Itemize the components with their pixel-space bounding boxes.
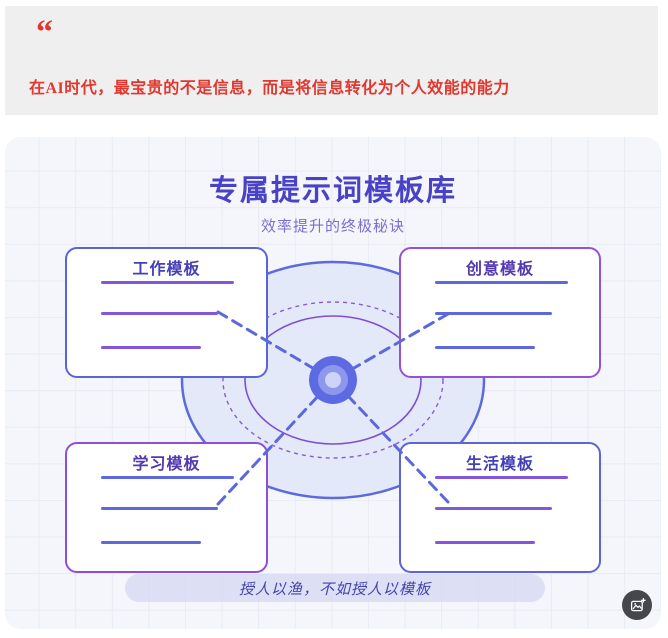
slogan-text: 授人以渔，不如授人以模板 [238,580,431,598]
placeholder-line [101,312,218,315]
placeholder-line [435,346,535,349]
placeholder-line [101,281,234,284]
template-box-life: 生活模板 [399,442,601,573]
add-image-button[interactable] [622,590,652,620]
placeholder-line [101,541,201,544]
template-box-label: 生活模板 [465,456,534,473]
placeholder-line [101,476,234,479]
placeholder-line [101,507,218,510]
card-title: 专属提示词模板库 [208,175,457,207]
template-box-creative: 创意模板 [399,247,601,378]
quote-mark: “ [36,14,53,51]
slogan-banner: 授人以渔，不如授人以模板 [125,574,545,602]
quote-text: 在AI时代，最宝贵的不是信息，而是将信息转化为个人效能的能力 [29,80,510,97]
quote-section: “ 在AI时代，最宝贵的不是信息，而是将信息转化为个人效能的能力 [5,6,658,115]
placeholder-line [101,346,201,349]
placeholder-line [435,281,568,284]
template-box-label: 学习模板 [132,456,201,473]
placeholder-line [435,541,535,544]
card-subtitle: 效率提升的终极秘诀 [260,218,405,235]
placeholder-line [435,312,552,315]
template-box-study: 学习模板 [65,442,268,573]
template-box-label: 创意模板 [465,261,534,278]
placeholder-line [435,476,568,479]
add-image-icon [630,597,646,611]
template-box-label: 工作模板 [132,261,201,278]
infographic-card: 专属提示词模板库 效率提升的终极秘诀 工作模板 创意模板 学习模板 生活模板 [5,137,661,629]
placeholder-line [435,507,552,510]
template-box-work: 工作模板 [65,247,268,378]
